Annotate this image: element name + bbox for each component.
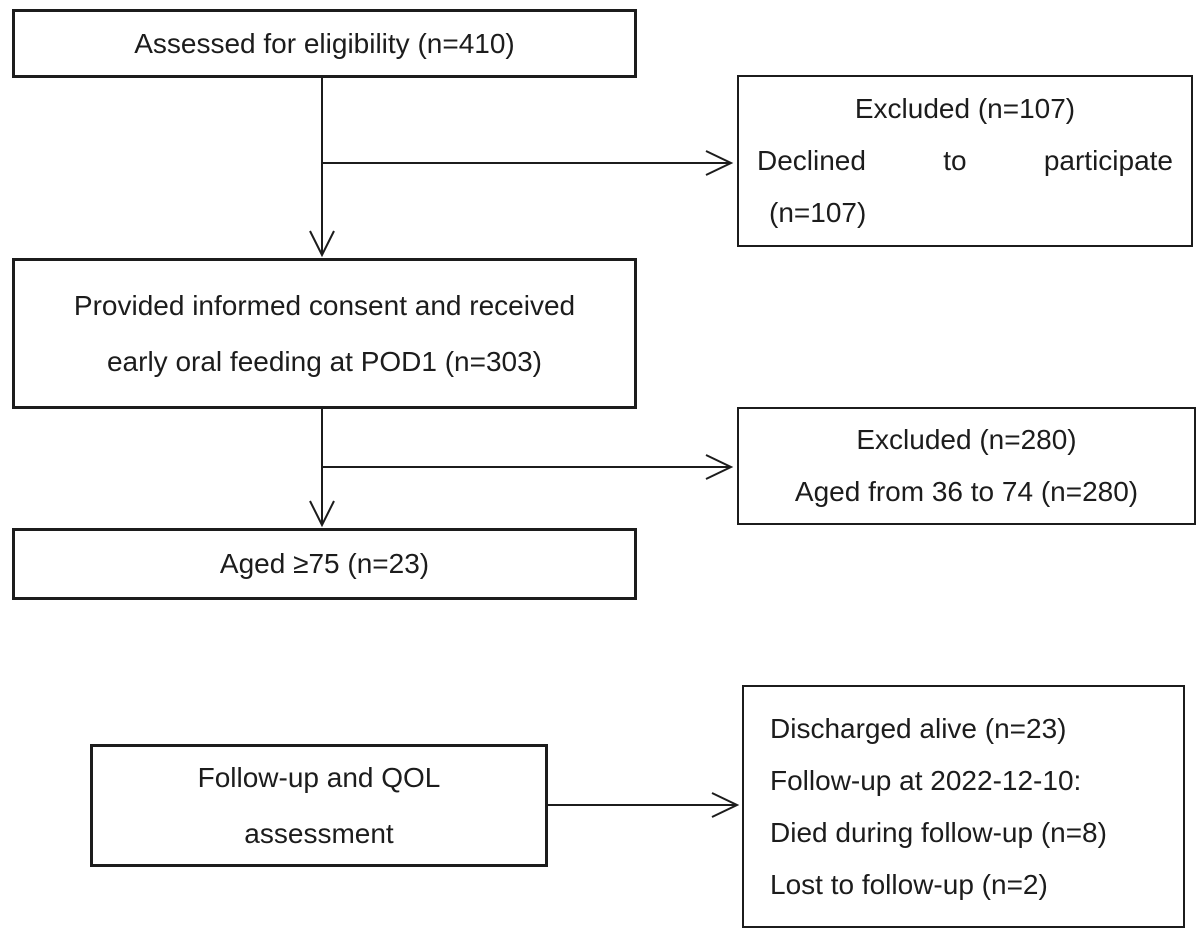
arrow-right-to-excluded2 xyxy=(323,454,734,480)
aged-text: Aged ≥75 (n=23) xyxy=(219,548,430,579)
outcome-discharged: Discharged alive (n=23) xyxy=(770,712,1067,744)
box-excluded-age-range: Excluded (n=280) Aged from 36 to 74 (n=2… xyxy=(737,407,1196,525)
followup-text-line1: Follow-up and QOL xyxy=(197,761,441,793)
excluded1-reason: Declined to participate xyxy=(757,145,1173,176)
assessed-text: Assessed for eligibility (n=410) xyxy=(134,27,515,59)
consent-text-line2: early oral feeding at POD1 (n=303) xyxy=(106,345,543,377)
excluded1-title: Excluded (n=107) xyxy=(854,93,1076,124)
arrow-down-consent-to-aged xyxy=(309,409,335,528)
arrow-right-followup-to-outcomes xyxy=(548,792,740,818)
consent-text-line1: Provided informed consent and received xyxy=(73,289,576,321)
excluded2-title: Excluded (n=280) xyxy=(856,424,1077,455)
arrow-down-assessed-to-consent xyxy=(309,78,335,258)
box-informed-consent: Provided informed consent and received e… xyxy=(12,258,637,409)
excluded2-reason: Aged from 36 to 74 (n=280) xyxy=(794,476,1139,507)
box-aged-75-plus: Aged ≥75 (n=23) xyxy=(12,528,637,600)
box-followup-outcomes: Discharged alive (n=23) Follow-up at 202… xyxy=(742,685,1185,928)
followup-text-line2: assessment xyxy=(244,817,394,849)
arrow-right-to-excluded1 xyxy=(323,150,734,176)
box-excluded-declined: Excluded (n=107) Declined to participate… xyxy=(737,75,1193,247)
box-assessed-eligibility: Assessed for eligibility (n=410) xyxy=(12,9,637,78)
excluded1-count: (n=107) xyxy=(769,197,867,228)
outcome-followup-date: Follow-up at 2022-12-10: xyxy=(770,764,1082,796)
outcome-lost: Lost to follow-up (n=2) xyxy=(770,868,1048,900)
box-followup-qol: Follow-up and QOL assessment xyxy=(90,744,548,867)
outcome-died: Died during follow-up (n=8) xyxy=(770,816,1107,848)
